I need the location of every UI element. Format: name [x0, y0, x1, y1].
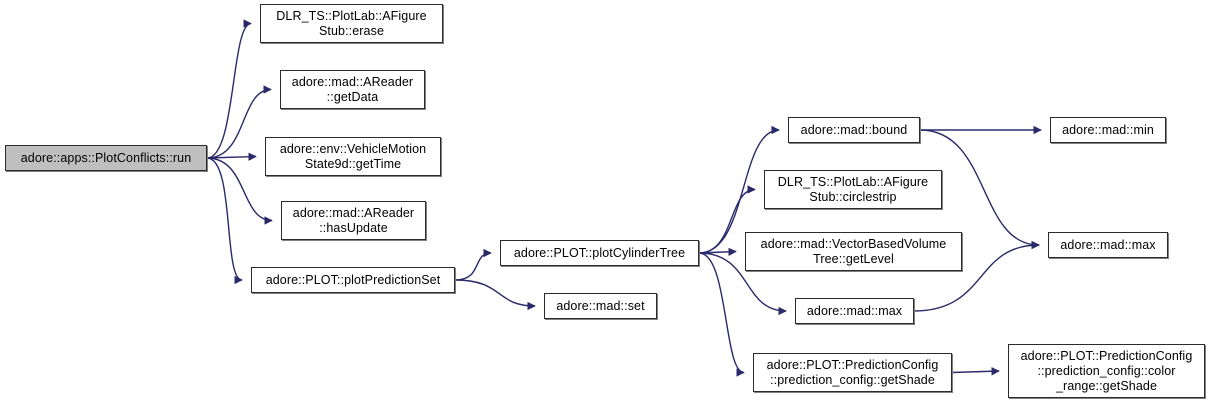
- graph-node-getshade[interactable]: adore::PLOT::PredictionConfig ::predicti…: [753, 353, 952, 392]
- graph-node-gettime[interactable]: adore::env::VehicleMotion State9d::getTi…: [265, 137, 441, 176]
- graph-node-circlestrip[interactable]: DLR_TS::PlotLab::AFigure Stub::circlestr…: [764, 170, 942, 209]
- graph-node-max_mid[interactable]: adore::mad::max: [795, 298, 914, 324]
- edge-run-to-gettime: [206, 152, 257, 161]
- edge-run-to-getdata: [206, 85, 272, 159]
- edge-run-to-erase: [206, 19, 252, 159]
- graph-node-hasupdate[interactable]: adore::mad::AReader ::hasUpdate: [281, 201, 426, 240]
- graph-node-getdata[interactable]: adore::mad::AReader ::getData: [280, 70, 425, 109]
- graph-node-plotpredictionset[interactable]: adore::PLOT::plotPredictionSet: [251, 267, 455, 293]
- graph-node-getlevel[interactable]: adore::mad::VectorBasedVolume Tree::getL…: [745, 232, 962, 271]
- graph-node-erase[interactable]: DLR_TS::PlotLab::AFigure Stub::erase: [260, 4, 443, 43]
- edge-plotpredictionset-to-plotcylindertree: [454, 248, 492, 281]
- graph-node-bound[interactable]: adore::mad::bound: [788, 117, 920, 143]
- graph-node-plotcylindertree[interactable]: adore::PLOT::plotCylinderTree: [500, 240, 699, 266]
- edge-plotpredictionset-to-set: [454, 279, 536, 311]
- edge-plotcylindertree-to-getshade: [698, 252, 745, 377]
- graph-node-min[interactable]: adore::mad::min: [1050, 117, 1166, 143]
- edge-getshade-to-colorrange_getshade: [951, 367, 1000, 376]
- edge-plotcylindertree-to-getlevel: [698, 247, 737, 257]
- edge-run-to-hasupdate: [206, 157, 273, 225]
- edge-run-to-plotpredictionset: [206, 157, 243, 285]
- graph-node-run[interactable]: adore::apps::PlotConflicts::run: [5, 145, 207, 171]
- graph-node-max_right[interactable]: adore::mad::max: [1048, 232, 1168, 258]
- graph-node-colorrange_getshade[interactable]: adore::PLOT::PredictionConfig ::predicti…: [1008, 344, 1205, 398]
- graph-node-set[interactable]: adore::mad::set: [544, 293, 657, 319]
